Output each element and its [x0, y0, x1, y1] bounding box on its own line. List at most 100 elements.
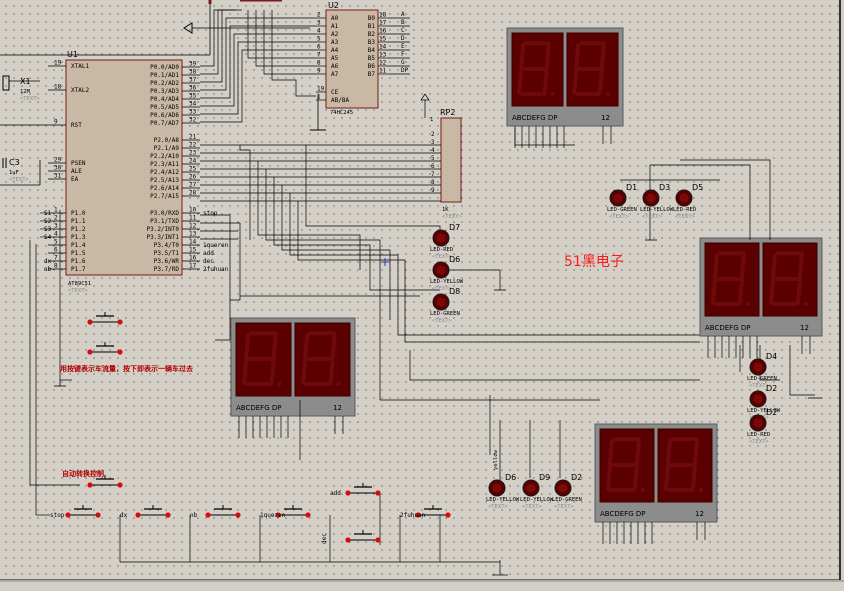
- u2-pin-name: B5: [368, 55, 376, 62]
- u1-pin-name: P3.2/INT0: [146, 226, 179, 233]
- button-nb[interactable]: nb: [190, 505, 241, 519]
- decimal-point: [550, 91, 555, 96]
- u2-pin-name: B2: [368, 31, 376, 38]
- crystal-x1[interactable]: X1 12M <TEXT>: [2, 75, 41, 102]
- decimal-point: [803, 301, 808, 306]
- button-terminal: [135, 512, 141, 518]
- led-lens: [526, 483, 536, 493]
- led-ref: D4: [766, 352, 777, 361]
- button-group[interactable]: stop dx nb 1queren add dec 2fuhuan: [50, 312, 451, 544]
- capacitor-c3[interactable]: C3 1uF <TEXT>: [2, 158, 30, 183]
- button-aux-1[interactable]: [87, 312, 123, 325]
- u1-pin-name: XTAL1: [71, 63, 89, 70]
- u1-pin-name: P1.0: [71, 210, 86, 217]
- button-2fuhuan[interactable]: 2fuhuan: [400, 505, 451, 519]
- u1-pin-number: 21: [189, 134, 197, 141]
- segment: [517, 69, 524, 95]
- u2-pin-number: 13: [379, 52, 387, 59]
- u1-ref: U1: [67, 50, 78, 59]
- u2-pin-number: 12: [379, 60, 387, 67]
- segment: [692, 439, 699, 467]
- u1-pin-name: P1.4: [71, 242, 86, 249]
- x1-value: 12M: [20, 89, 31, 95]
- c3-text-tag: <TEXT>: [9, 177, 30, 183]
- led-ref: D2: [571, 473, 582, 482]
- rp2-pin-number: 4: [431, 147, 435, 154]
- button-stop[interactable]: stop: [50, 505, 101, 519]
- button-dx[interactable]: dx: [120, 505, 171, 519]
- led-text-tag: <TEXT>: [488, 504, 509, 510]
- u2-pin-number: 7: [317, 52, 321, 59]
- u1-pin-number: 4: [54, 231, 58, 238]
- decimal-point: [605, 91, 610, 96]
- button-terminal: [87, 319, 93, 325]
- segment: [665, 439, 672, 467]
- segment: [271, 333, 278, 361]
- u2-part: 74HC245: [330, 110, 353, 116]
- segment: [572, 69, 579, 95]
- button-dec[interactable]: [345, 530, 381, 543]
- led-part: LED-YELLOW: [747, 408, 781, 414]
- led-lens: [436, 265, 446, 275]
- led-part: LED-GREEN: [430, 311, 460, 317]
- button-aux-3[interactable]: [87, 475, 123, 488]
- rp2-pin-number: 6: [431, 163, 435, 170]
- u1-pin-name: P2.5/A13: [150, 177, 179, 184]
- button-dec-label: dec: [321, 533, 328, 544]
- u1-pin-number: 16: [189, 255, 197, 262]
- led-lens: [753, 394, 763, 404]
- key-label: S2: [44, 218, 52, 225]
- u1-pin-name: P0.4/AD4: [150, 96, 179, 103]
- rp2-pin-number: 3: [431, 139, 435, 146]
- segment: [632, 465, 639, 491]
- u1-pin-name: P2.3/A11: [150, 161, 179, 168]
- led-part: LED-YELLOW: [430, 279, 464, 285]
- x1-text-tag: <TEXT>: [20, 96, 41, 102]
- led-ref: D9: [539, 473, 550, 482]
- led-text-tag: <TEXT>: [675, 214, 696, 220]
- u1-pin-number: 17: [189, 263, 197, 270]
- led-group[interactable]: D7LED-RED<TEXT>D6LED-YELLOW<TEXT>D8LED-G…: [430, 183, 781, 510]
- led-part: LED-YELLOW: [640, 207, 674, 213]
- button-1queren[interactable]: 1queren: [260, 505, 311, 519]
- u1-pin-name: P3.7/RD: [154, 266, 180, 273]
- u1-pin-name: P1.1: [71, 218, 86, 225]
- button-aux-2[interactable]: [87, 342, 123, 355]
- segment: [739, 253, 746, 281]
- u1-pin-name: P3.6/WR: [154, 258, 180, 265]
- u2-pin-name: B0: [368, 15, 376, 22]
- u1-pin-number: 32: [189, 117, 197, 124]
- note-flow-label: 用按键表示车流量，按下即表示一辆车过去: [60, 364, 193, 373]
- segment: [690, 465, 697, 491]
- u1-pin-name: XTAL2: [71, 87, 89, 94]
- crosshair-cursor: [381, 258, 389, 266]
- u2-output-net: G: [401, 59, 405, 66]
- display-pin-label: ABCDEFG DP: [512, 114, 557, 122]
- u1-pin-number: 35: [189, 93, 197, 100]
- segment: [597, 69, 604, 95]
- segment: [544, 43, 551, 71]
- p3-net-label: add: [203, 250, 214, 257]
- button-terminal: [235, 512, 241, 518]
- p3-net-label: 2fuhuan: [203, 266, 229, 273]
- u1-pin-number: 8: [54, 263, 58, 270]
- button-add[interactable]: add: [330, 483, 381, 497]
